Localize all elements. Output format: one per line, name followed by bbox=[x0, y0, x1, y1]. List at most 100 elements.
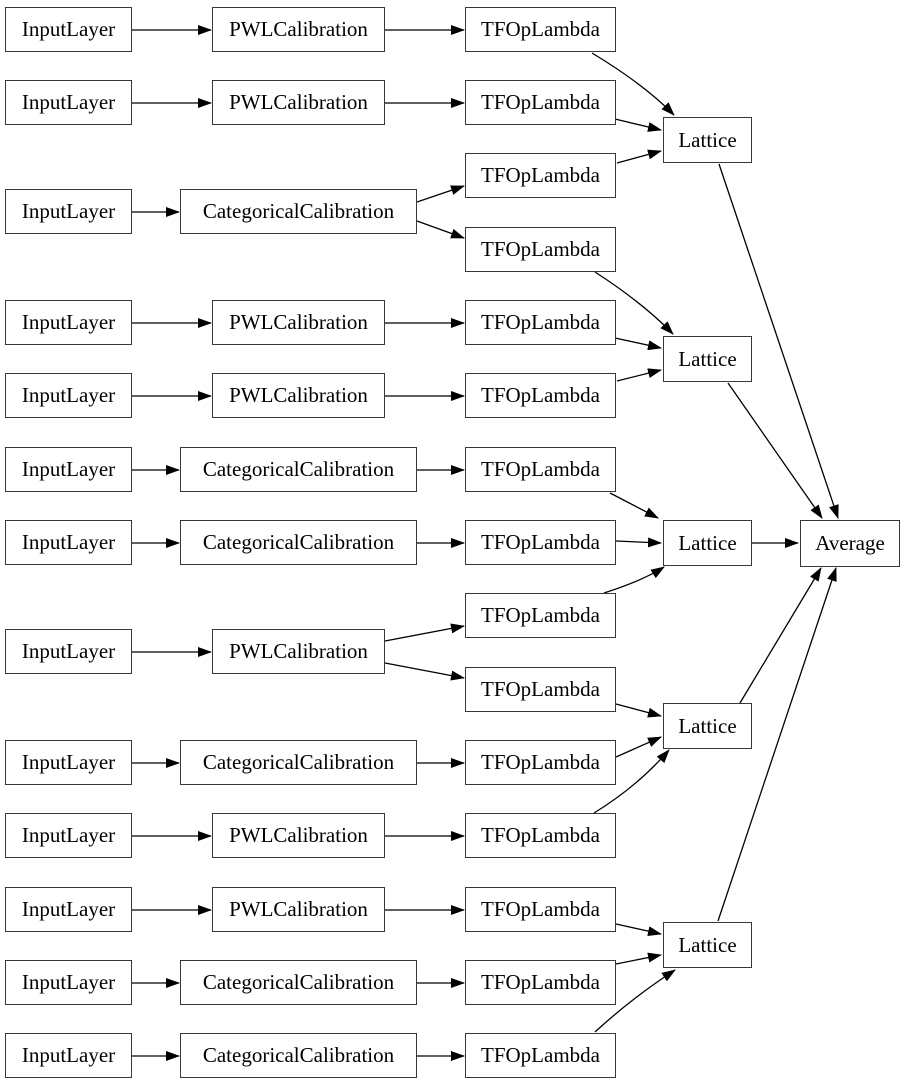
edge-tfl7-lat3 bbox=[609, 492, 659, 519]
node-tfl4: TFOpLambda bbox=[465, 227, 616, 272]
edge-tfl10-lat4 bbox=[615, 703, 662, 718]
node-il4: InputLayer bbox=[5, 300, 132, 345]
node-tfl1: TFOpLambda bbox=[465, 7, 616, 52]
node-label-lat3: Lattice bbox=[678, 530, 737, 555]
node-tfl15: TFOpLambda bbox=[465, 1033, 616, 1078]
edge-tfl14-lat5 bbox=[615, 952, 662, 965]
node-tfl2: TFOpLambda bbox=[465, 80, 616, 125]
node-pwl4: PWLCalibration bbox=[212, 300, 385, 345]
node-tfl14: TFOpLambda bbox=[465, 960, 616, 1005]
node-cat7: CategoricalCalibration bbox=[180, 520, 417, 565]
node-label-il11: InputLayer bbox=[21, 897, 116, 921]
node-label-il4: InputLayer bbox=[21, 310, 116, 334]
node-label-cat3: CategoricalCalibration bbox=[202, 199, 395, 223]
node-label-pwl2: PWLCalibration bbox=[229, 90, 368, 114]
node-label-il6: InputLayer bbox=[21, 457, 116, 481]
node-il11: InputLayer bbox=[5, 887, 132, 932]
node-label-il12: InputLayer bbox=[21, 970, 116, 994]
node-label-tfl8: TFOpLambda bbox=[481, 530, 600, 554]
node-il12: InputLayer bbox=[5, 960, 132, 1005]
node-cat9: CategoricalCalibration bbox=[180, 740, 417, 785]
node-il7: InputLayer bbox=[5, 520, 132, 565]
edge-cat3-tfl4 bbox=[416, 220, 465, 239]
node-tfl7: TFOpLambda bbox=[465, 447, 616, 492]
node-label-tfl2: TFOpLambda bbox=[481, 90, 600, 114]
edge-pwl8-tfl9 bbox=[384, 623, 465, 642]
node-label-lat2: Lattice bbox=[678, 346, 737, 371]
node-il10: InputLayer bbox=[5, 813, 132, 858]
node-cat3: CategoricalCalibration bbox=[180, 189, 417, 234]
edge-tfl2-lat1 bbox=[614, 118, 662, 132]
node-lat1: Lattice bbox=[663, 117, 752, 163]
node-label-avg: Average bbox=[815, 531, 885, 555]
node-label-il13: InputLayer bbox=[21, 1043, 116, 1067]
node-label-cat9: CategoricalCalibration bbox=[202, 750, 395, 774]
node-label-tfl1: TFOpLambda bbox=[481, 17, 600, 41]
node-cat6: CategoricalCalibration bbox=[180, 447, 417, 492]
edge-tfl11-lat4 bbox=[615, 736, 662, 758]
edge-tfl15-lat5 bbox=[594, 969, 676, 1033]
node-label-il10: InputLayer bbox=[21, 823, 116, 847]
node-label-lat1: Lattice bbox=[678, 127, 737, 152]
node-tfl3: TFOpLambda bbox=[465, 153, 616, 198]
node-label-pwl10: PWLCalibration bbox=[229, 823, 368, 847]
node-pwl11: PWLCalibration bbox=[212, 887, 385, 932]
node-il3: InputLayer bbox=[5, 189, 132, 234]
edge-lat4-avg bbox=[739, 567, 822, 704]
node-label-tfl5: TFOpLambda bbox=[481, 310, 600, 334]
node-il5: InputLayer bbox=[5, 373, 132, 418]
node-label-tfl3: TFOpLambda bbox=[481, 163, 600, 187]
node-lat2: Lattice bbox=[663, 336, 752, 382]
node-tfl10: TFOpLambda bbox=[465, 667, 616, 712]
node-lat5: Lattice bbox=[663, 922, 752, 968]
edge-lat1-avg bbox=[718, 163, 839, 519]
edge-tfl9-lat3 bbox=[603, 566, 665, 594]
node-label-tfl12: TFOpLambda bbox=[481, 823, 600, 847]
node-label-pwl8: PWLCalibration bbox=[229, 639, 368, 663]
edge-tfl4-lat2 bbox=[594, 271, 674, 335]
node-il13: InputLayer bbox=[5, 1033, 132, 1078]
node-lat4: Lattice bbox=[663, 703, 752, 749]
node-tfl11: TFOpLambda bbox=[465, 740, 616, 785]
node-cat12: CategoricalCalibration bbox=[180, 960, 417, 1005]
node-label-tfl10: TFOpLambda bbox=[481, 677, 600, 701]
node-tfl8: TFOpLambda bbox=[465, 520, 616, 565]
node-pwl5: PWLCalibration bbox=[212, 373, 385, 418]
node-label-il2: InputLayer bbox=[21, 90, 116, 114]
node-tfl13: TFOpLambda bbox=[465, 887, 616, 932]
node-label-il3: InputLayer bbox=[21, 199, 116, 223]
node-label-il7: InputLayer bbox=[21, 530, 116, 554]
node-cat13: CategoricalCalibration bbox=[180, 1033, 417, 1078]
node-il1: InputLayer bbox=[5, 7, 132, 52]
node-label-cat13: CategoricalCalibration bbox=[202, 1043, 395, 1067]
node-label-tfl11: TFOpLambda bbox=[481, 750, 600, 774]
node-pwl1: PWLCalibration bbox=[212, 7, 385, 52]
node-label-il9: InputLayer bbox=[21, 750, 116, 774]
node-label-il8: InputLayer bbox=[21, 639, 116, 663]
node-label-tfl6: TFOpLambda bbox=[481, 383, 600, 407]
node-label-pwl11: PWLCalibration bbox=[229, 897, 368, 921]
edge-tfl8-lat3 bbox=[615, 537, 662, 548]
node-label-lat4: Lattice bbox=[678, 713, 737, 738]
node-label-tfl4: TFOpLambda bbox=[481, 237, 600, 261]
node-label-pwl1: PWLCalibration bbox=[229, 17, 368, 41]
edge-pwl8-tfl10 bbox=[384, 662, 465, 681]
node-label-pwl5: PWLCalibration bbox=[229, 383, 368, 407]
node-pwl2: PWLCalibration bbox=[212, 80, 385, 125]
node-il8: InputLayer bbox=[5, 629, 132, 674]
edge-tfl12-lat4 bbox=[593, 749, 670, 814]
node-lat3: Lattice bbox=[663, 520, 752, 566]
node-label-tfl9: TFOpLambda bbox=[481, 603, 600, 627]
node-label-cat6: CategoricalCalibration bbox=[202, 457, 395, 481]
node-label-tfl14: TFOpLambda bbox=[481, 970, 600, 994]
edge-tfl13-lat5 bbox=[615, 923, 662, 937]
edge-tfl1-lat1 bbox=[591, 52, 675, 116]
node-label-il1: InputLayer bbox=[21, 17, 116, 41]
node-label-cat7: CategoricalCalibration bbox=[202, 530, 395, 554]
node-label-tfl13: TFOpLambda bbox=[481, 897, 600, 921]
edge-tfl5-lat2 bbox=[614, 337, 662, 351]
node-il6: InputLayer bbox=[5, 447, 132, 492]
node-label-tfl7: TFOpLambda bbox=[481, 457, 600, 481]
